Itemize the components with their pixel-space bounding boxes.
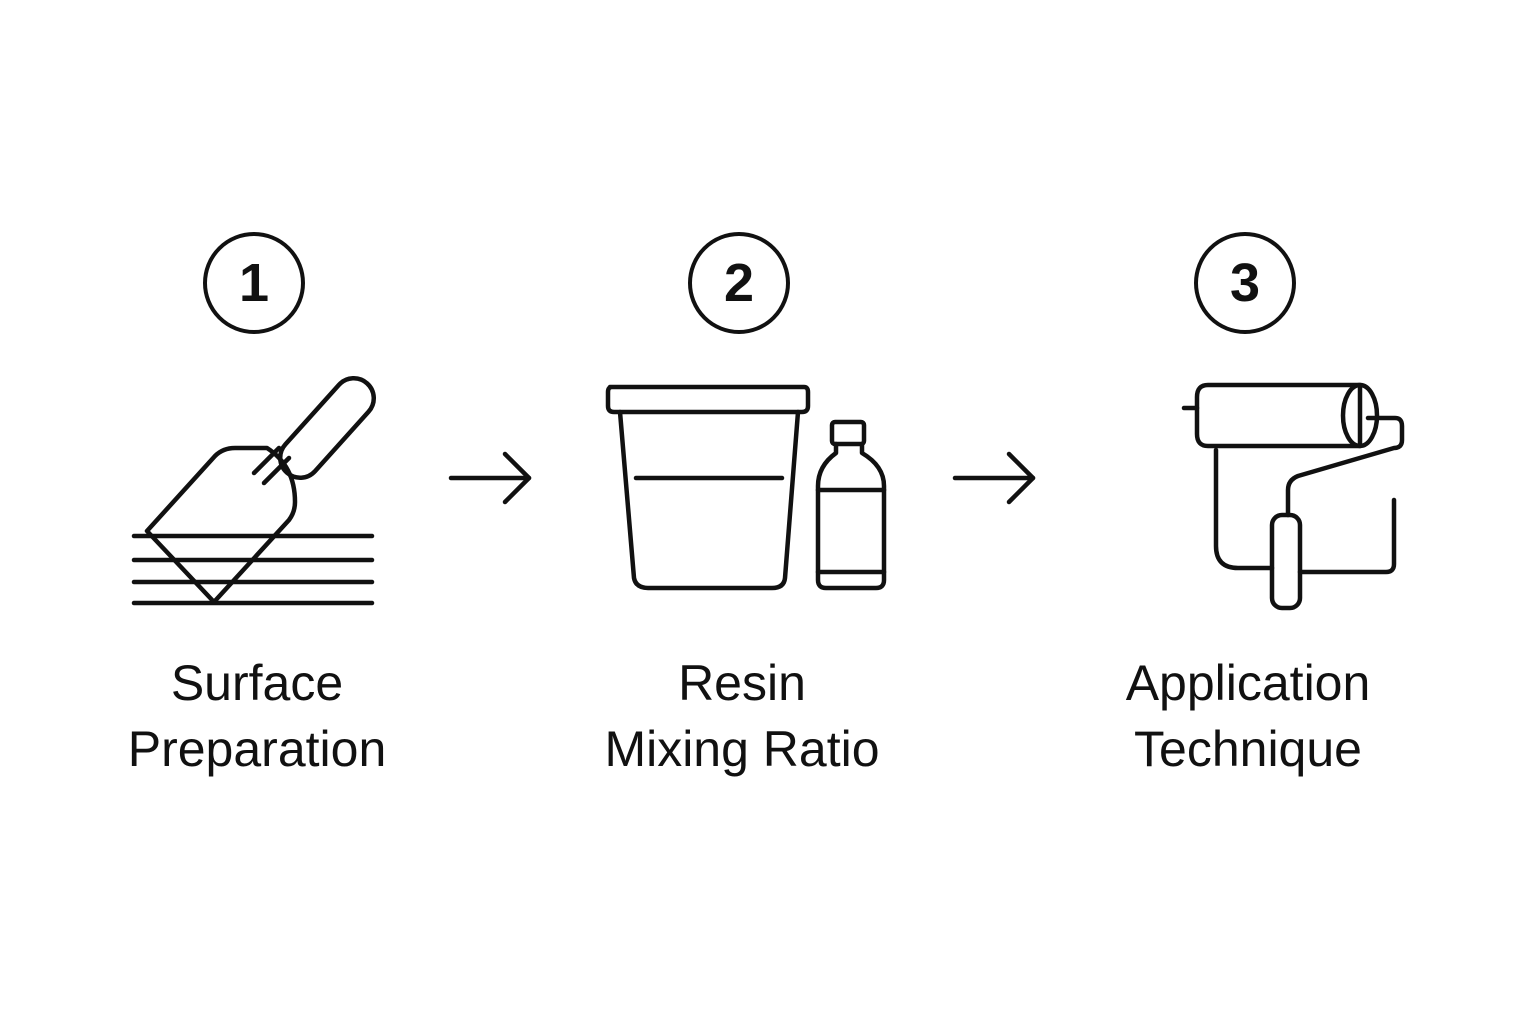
step-application-technique: 3 Application Technique: [1048, 0, 1448, 1024]
step-label-line: Application: [1125, 655, 1371, 711]
arrow-right-icon: [952, 451, 1036, 505]
trowel-surface-icon: [131, 376, 377, 606]
step-number-badge: 3: [1194, 232, 1296, 334]
arrow-right-icon: [448, 451, 532, 505]
step-label: Application Technique: [1048, 650, 1448, 782]
step-label: Resin Mixing Ratio: [542, 650, 942, 782]
bucket-bottle-icon: [605, 384, 887, 591]
step-resin-mixing-ratio: 2 Resin Mixing Ratio: [542, 0, 942, 1024]
step-number-badge: 1: [203, 232, 305, 334]
paint-roller-icon: [1181, 382, 1405, 611]
step-label-line: Resin: [678, 655, 806, 711]
step-surface-preparation: 1 Surface Preparation: [57, 0, 457, 1024]
step-label: Surface Preparation: [57, 650, 457, 782]
step-label-line: Surface: [170, 655, 344, 711]
step-number-badge: 2: [688, 232, 790, 334]
step-label-line: Mixing Ratio: [604, 721, 880, 777]
step-label-line: Technique: [1134, 721, 1362, 777]
step-label-line: Preparation: [127, 721, 387, 777]
